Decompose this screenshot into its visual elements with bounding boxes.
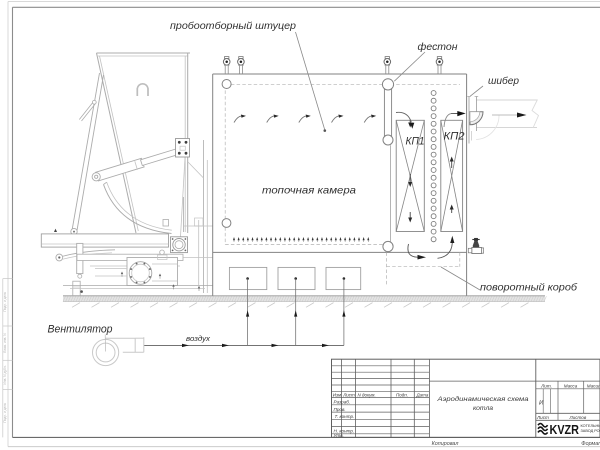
- svg-text:Аэродинамическая схема: Аэродинамическая схема: [436, 395, 528, 403]
- svg-text:топочная камера: топочная камера: [262, 185, 356, 197]
- svg-text:Формат: Формат: [581, 441, 600, 447]
- svg-text:КОТЕЛЬНЫЙ: КОТЕЛЬНЫЙ: [581, 424, 600, 428]
- svg-text:KVZR: KVZR: [550, 422, 580, 437]
- svg-text:шибер: шибер: [488, 75, 519, 87]
- svg-text:Масш: Масш: [587, 383, 600, 388]
- svg-text:Н. контр.: Н. контр.: [334, 429, 355, 434]
- svg-text:ЗАВОД РОСЭ: ЗАВОД РОСЭ: [581, 429, 600, 433]
- svg-text:фестон: фестон: [418, 41, 458, 53]
- svg-text:N докум.: N докум.: [358, 393, 376, 398]
- svg-text:Утв.: Утв.: [334, 433, 344, 438]
- svg-text:Листов: Листов: [569, 415, 587, 420]
- svg-text:пробоотборный штуцер: пробоотборный штуцер: [170, 20, 296, 32]
- svg-text:Инв. N дубл.: Инв. N дубл.: [3, 365, 7, 384]
- svg-text:Дата: Дата: [416, 393, 429, 398]
- svg-text:Лит.: Лит.: [540, 383, 552, 388]
- svg-text:КП1: КП1: [406, 136, 425, 148]
- svg-text:Взам. инв. N: Взам. инв. N: [3, 333, 7, 353]
- svg-text:воздух: воздух: [186, 334, 210, 343]
- svg-text:Т. контр.: Т. контр.: [335, 414, 355, 419]
- svg-text:Лист: Лист: [342, 393, 355, 398]
- svg-text:Изм: Изм: [333, 393, 341, 398]
- svg-text:И: И: [539, 400, 544, 407]
- svg-text:КП2: КП2: [444, 131, 465, 143]
- svg-text:Пров.: Пров.: [334, 407, 346, 412]
- svg-text:поворотный короб: поворотный короб: [480, 282, 578, 294]
- svg-text:Подп. и дата: Подп. и дата: [3, 403, 7, 423]
- svg-text:Масса: Масса: [564, 383, 578, 388]
- svg-text:Копировал: Копировал: [432, 441, 459, 447]
- svg-text:Лист: Лист: [536, 415, 549, 420]
- svg-text:Вентилятор: Вентилятор: [48, 324, 113, 336]
- svg-text:котла: котла: [473, 405, 493, 412]
- svg-text:Подп. и дата: Подп. и дата: [3, 292, 7, 312]
- svg-text:Подп.: Подп.: [396, 393, 408, 398]
- svg-text:Разраб.: Разраб.: [334, 400, 351, 405]
